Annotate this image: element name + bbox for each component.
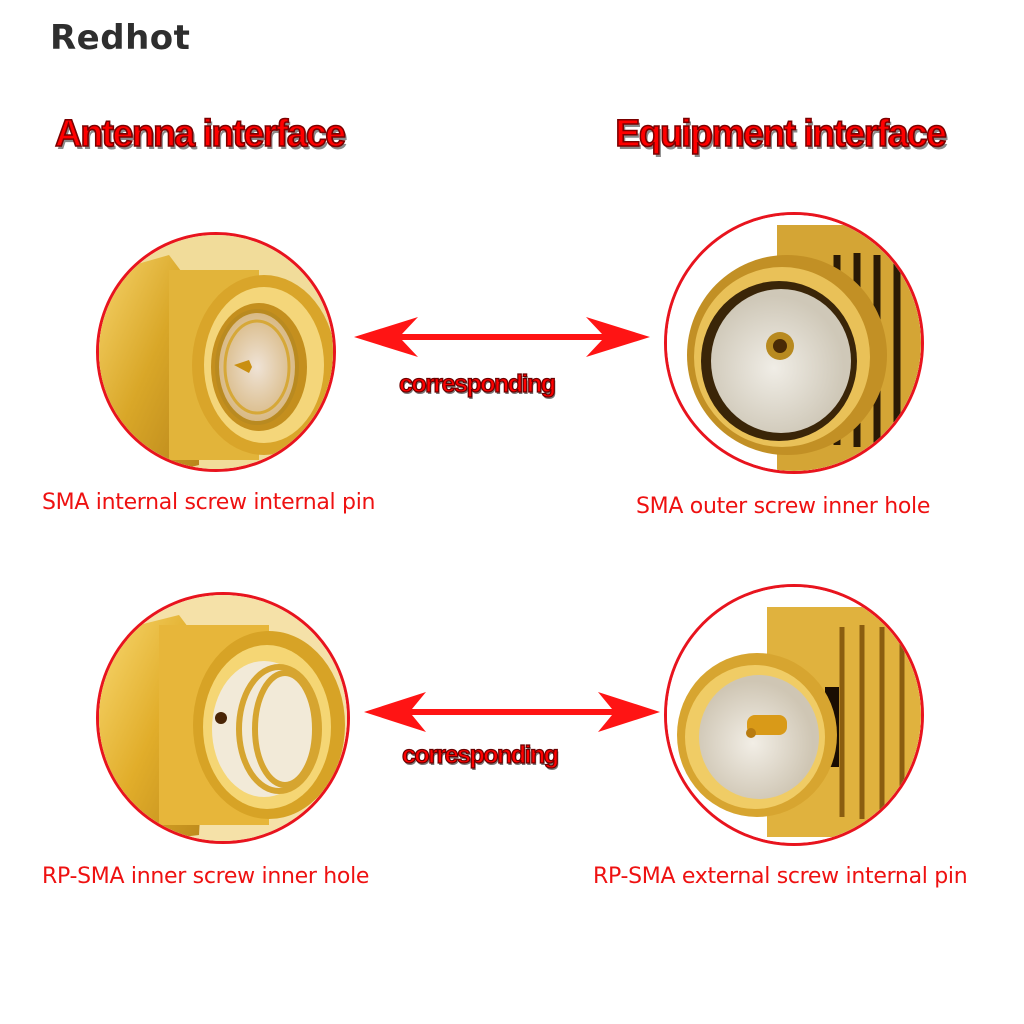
rp-sma-external-screw-label: RP-SMA external screw internal pin (593, 864, 968, 889)
sma-male-connector-image (96, 232, 336, 472)
rp-sma-inner-screw-label: RP-SMA inner screw inner hole (42, 864, 370, 889)
heading-antenna-interface: Antenna interface (54, 112, 347, 156)
heading-equipment-interface: Equipment interface (615, 112, 948, 156)
sma-outer-screw-label: SMA outer screw inner hole (636, 494, 931, 519)
double-arrow-icon-row2 (364, 692, 660, 732)
brand-logo: Redhot (50, 18, 191, 58)
corresponding-label-row1: corresponding (398, 369, 556, 398)
corresponding-label-row2: corresponding (401, 740, 559, 769)
rp-sma-male-connector-image (96, 592, 350, 844)
sma-internal-screw-label: SMA internal screw internal pin (42, 490, 376, 515)
double-arrow-icon-row1 (354, 317, 650, 357)
sma-female-connector-image (664, 212, 924, 474)
rp-sma-female-connector-image (664, 584, 924, 846)
